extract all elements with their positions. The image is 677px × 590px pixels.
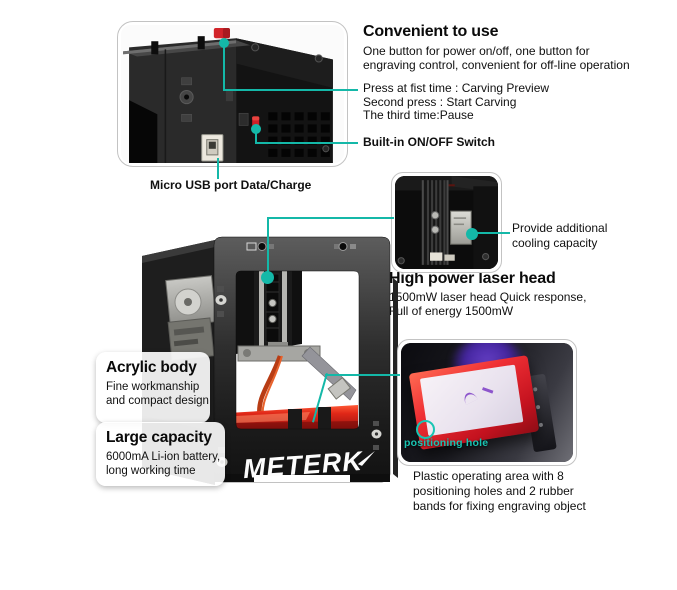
operating-area-caption: Plastic operating area with 8 positionin… [413,469,586,514]
laser-head-photo-frame [391,172,502,273]
capacity-title: Large capacity [106,429,212,446]
connector-line [255,142,358,144]
laser-head-assembly [254,271,292,353]
operating-area-photo-frame: positioning hole [397,339,577,466]
switch-label: Built-in ON/OFF Switch [363,135,495,149]
usb-port [201,134,224,162]
cooling-line2: cooling capacity [512,236,598,250]
convenient-title: Convenient to use [363,23,499,40]
machine-back [123,28,333,163]
connector-line [267,217,394,219]
caption-line1: Plastic operating area with 8 [413,469,564,483]
large-capacity-callout: Large capacity 6000mA Li-ion battery, lo… [96,422,225,486]
capacity-line2: long working time [106,465,196,477]
acrylic-body-callout: Acrylic body Fine workmanship and compac… [96,352,210,423]
connector-line [267,217,269,277]
cooling-note: Provide additional cooling capacity [512,221,607,251]
connector-line [255,129,257,143]
cooling-plate-dot [466,228,478,240]
laser-head-body: 1500mW laser head Quick response, Full o… [389,290,587,318]
positioning-hole-ring [416,420,435,439]
laser-head-dot [261,271,274,284]
laser-body-line2: Full of energy 1500mW [389,303,514,318]
operating-area-photo: positioning hole [401,343,573,462]
caption-line2: positioning holes and 2 rubber [413,484,574,498]
caption-line3: bands for fixing engraving object [413,499,586,513]
connector-line [325,374,400,376]
right-panel-edge [393,278,398,478]
acrylic-line2: and compact design [106,395,209,407]
power-button-dot [219,38,229,48]
usb-connector-line [217,158,219,179]
connector-line [223,89,358,91]
paper-mark [482,386,494,393]
vent-grille [268,112,330,157]
positioning-hole-label: positioning hole [404,437,489,449]
paper-mark [461,390,479,405]
interior [228,271,358,429]
connector-line [223,43,225,90]
convenient-body-line2: engraving control, convenient for off-li… [363,58,630,72]
power-button [213,28,230,39]
acrylic-title: Acrylic body [106,359,197,376]
engraving-paper [419,364,524,437]
acrylic-line1: Fine workmanship [106,381,200,393]
press-step1: Press at fist time : Carving Preview [363,81,550,95]
laser-head-photo [395,176,498,269]
capacity-line1: 6000mA Li-ion battery, [106,451,221,463]
back-panel-photo-frame [117,21,348,167]
convenient-body: One button for power on/off, one button … [363,44,630,72]
engraver-back-illustration [121,25,344,163]
connector-line [476,232,510,234]
laser-head-closeup-illustration [395,176,498,269]
back-panel-photo [121,25,344,163]
laser-head-title: High power laser head [389,270,556,287]
usb-label: Micro USB port Data/Charge [150,178,312,192]
laser-body-line1: 1500mW laser head Quick response, [389,290,587,304]
heatsink [421,180,449,265]
press-step2: Second press : Start Carving [363,94,517,109]
logo-arrow-icon [357,450,375,466]
switch-dot [251,124,261,134]
convenient-body-line1: One button for power on/off, one button … [363,44,590,58]
engraving-base [228,405,358,429]
press-step3: The third time:Pause [363,108,474,122]
press-steps: Press at fist time : Carving Preview Sec… [363,81,550,123]
cooling-line1: Provide additional [512,221,608,235]
